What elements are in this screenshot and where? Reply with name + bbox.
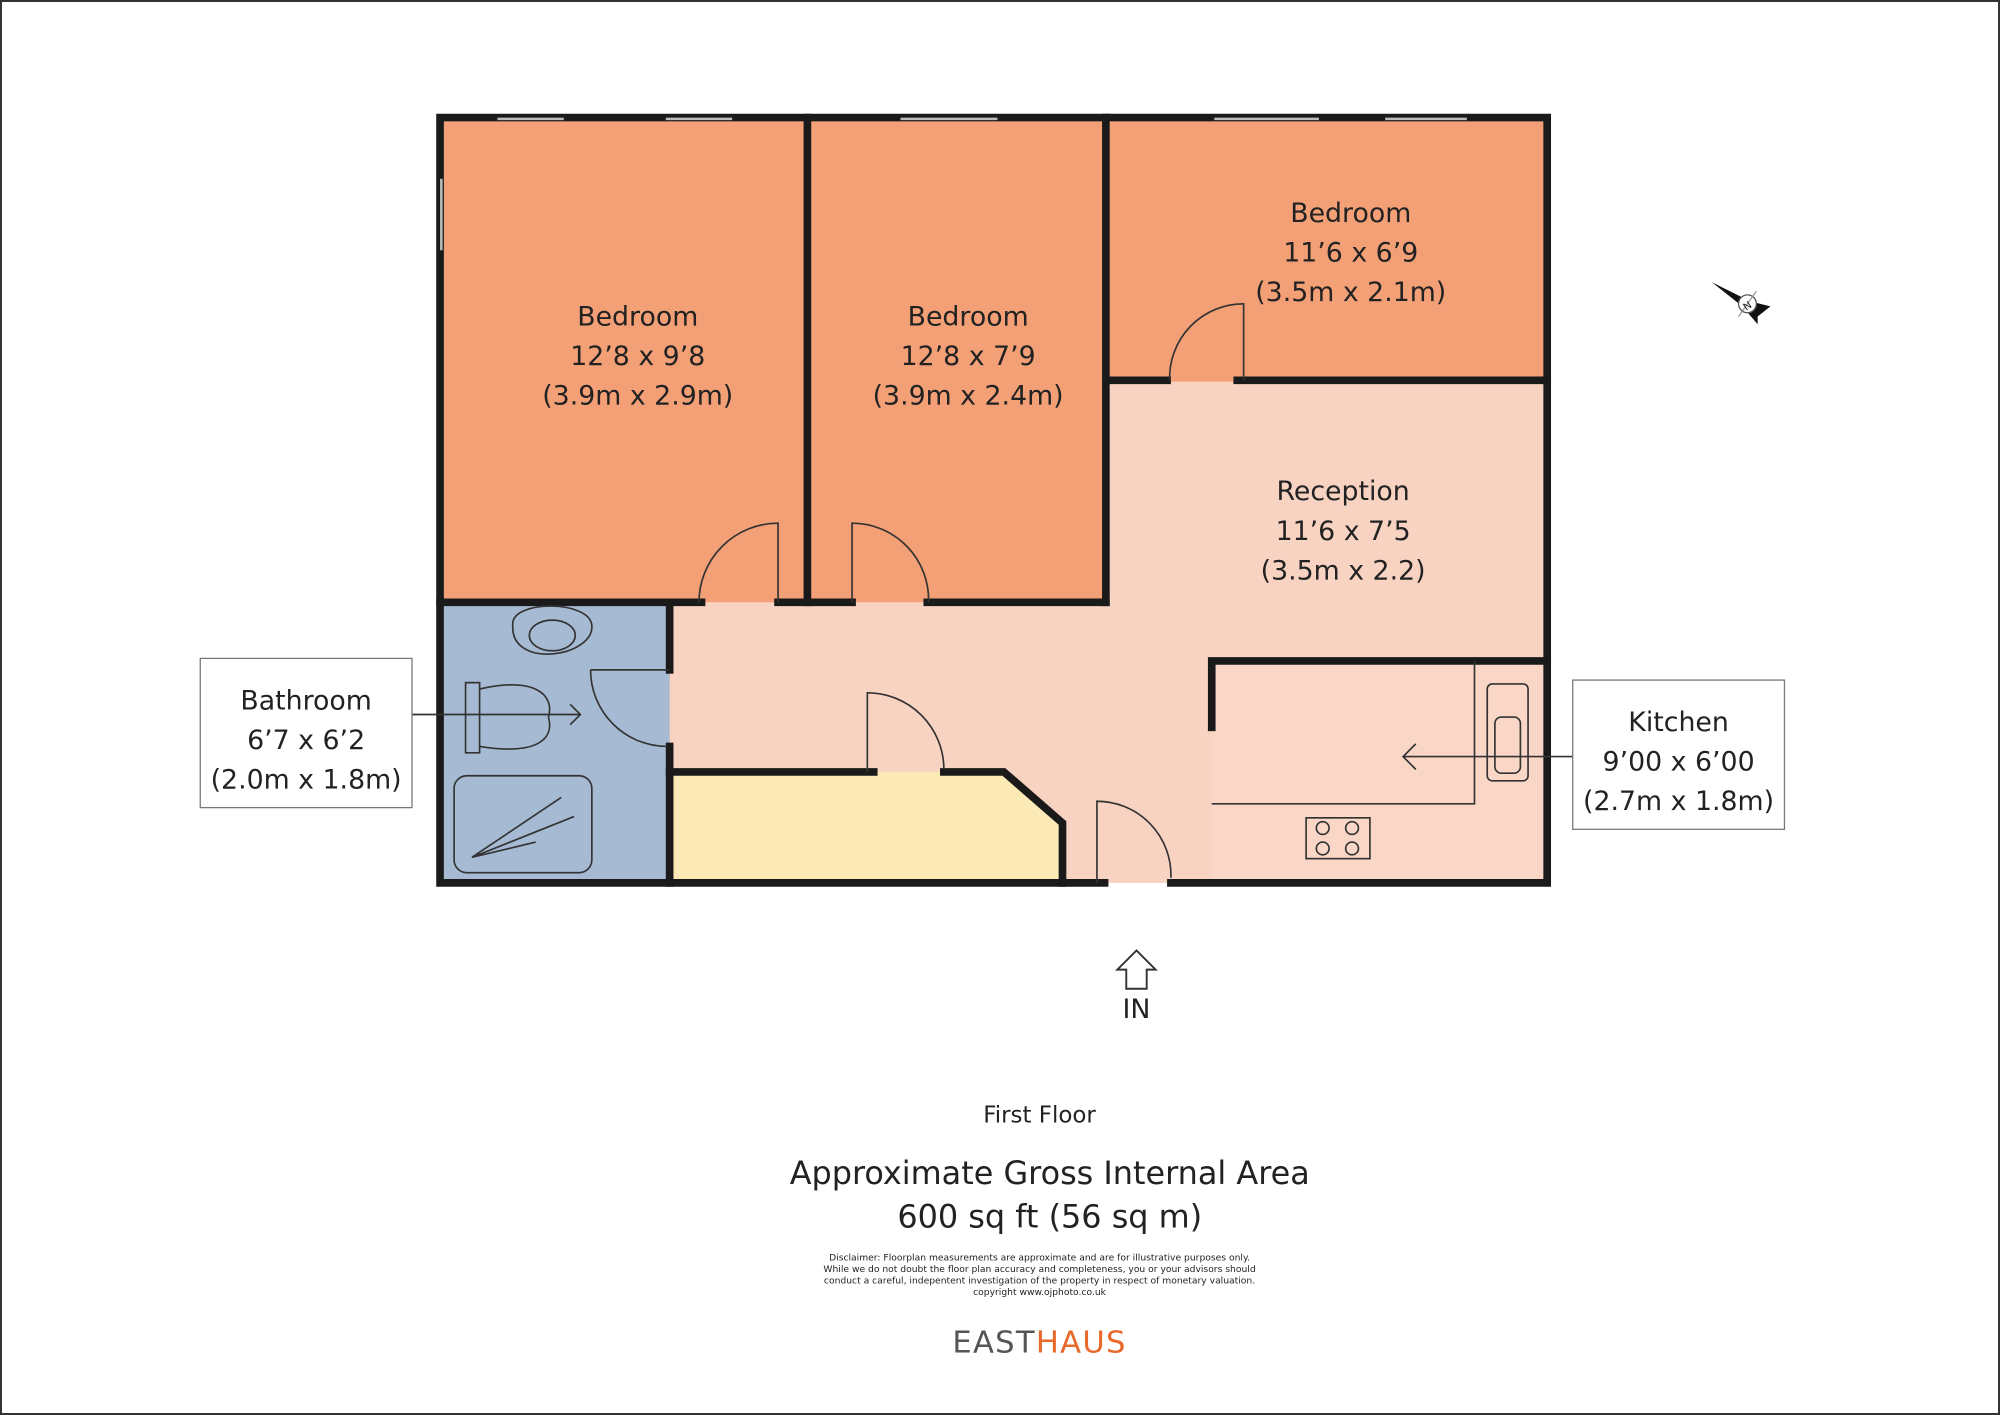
room-name: Reception <box>1276 476 1409 507</box>
kitchen-floor <box>1211 660 1545 881</box>
door-bedroom2 <box>851 522 930 603</box>
room-size-imperial: 12’8 x 7’9 <box>901 341 1036 372</box>
disclaimer-line: While we do not doubt the floor plan acc… <box>823 1264 1255 1275</box>
room-size-metric: (3.9m x 2.4m) <box>873 381 1064 412</box>
toilet-icon <box>464 681 551 754</box>
area-title: Approximate Gross Internal Area <box>790 1154 1310 1192</box>
room-label-bedroom2: Bedroom 12’8 x 7’9 (3.9m x 2.4m) <box>873 301 1064 411</box>
room-name: Kitchen <box>1628 707 1729 738</box>
room-label-reception: Reception 11’6 x 7’5 (3.5m x 2.2) <box>1261 476 1426 586</box>
entrance-label: IN <box>1123 994 1151 1025</box>
floor-label: First Floor <box>983 1103 1096 1129</box>
door-bedroom1 <box>698 522 779 603</box>
walls <box>436 113 1552 887</box>
room-name: Bedroom <box>908 301 1029 332</box>
room-size-imperial: 9’00 x 6’00 <box>1603 747 1755 778</box>
disclaimer-line: Disclaimer: Floorplan measurements are a… <box>829 1252 1250 1263</box>
room-size-imperial: 11’6 x 7’5 <box>1276 516 1411 547</box>
room-label-kitchen: Kitchen 9’00 x 6’00 (2.7m x 1.8m) <box>1572 679 1786 830</box>
room-size-imperial: 11’6 x 6’9 <box>1283 238 1418 269</box>
door-cupboard <box>866 692 945 772</box>
bedroom2-floor <box>809 121 1106 603</box>
room-name: Bedroom <box>1290 198 1411 229</box>
area-value: 600 sq ft (56 sq m) <box>897 1197 1202 1235</box>
basin-icon <box>511 605 593 655</box>
room-label-bedroom1: Bedroom 12’8 x 9’8 (3.9m x 2.9m) <box>542 301 733 411</box>
disclaimer-line: conduct a careful, indepentent investiga… <box>824 1275 1255 1286</box>
room-name: Bathroom <box>240 685 371 716</box>
sink-icon <box>1486 683 1529 782</box>
hob-icon <box>1305 817 1371 860</box>
cupboard-floor <box>672 771 1063 881</box>
windows <box>440 117 1467 251</box>
logo-part-east: EAST <box>952 1325 1036 1360</box>
kitchen-pointer <box>1401 743 1573 770</box>
bathroom-pointer <box>411 703 582 726</box>
bathroom-floor <box>443 604 670 881</box>
shower-icon <box>453 774 593 874</box>
room-label-bedroom3: Bedroom 11’6 x 6’9 (3.5m x 2.1m) <box>1255 198 1446 308</box>
compass-icon: N <box>1711 282 1771 325</box>
disclaimer: Disclaimer: Floorplan measurements are a… <box>823 1252 1255 1297</box>
room-size-metric: (3.5m x 2.2) <box>1261 555 1426 586</box>
logo-part-haus: HAUS <box>1036 1325 1127 1360</box>
entrance-arrow-icon <box>1115 949 1158 990</box>
room-size-metric: (3.9m x 2.9m) <box>542 381 733 412</box>
room-size-metric: (3.5m x 2.1m) <box>1255 277 1446 308</box>
room-label-bathroom: Bathroom 6’7 x 6’2 (2.0m x 1.8m) <box>199 657 413 809</box>
room-size-metric: (2.7m x 1.8m) <box>1583 786 1774 817</box>
room-size-imperial: 12’8 x 9’8 <box>570 341 705 372</box>
room-name: Bedroom <box>577 301 698 332</box>
disclaimer-line: copyright www.ojphoto.co.uk <box>973 1287 1107 1298</box>
door-bathroom <box>589 669 670 748</box>
fixtures <box>411 302 1573 990</box>
easthaus-logo: EASTHAUS <box>952 1325 1126 1360</box>
bedroom1-floor <box>443 121 808 603</box>
room-size-metric: (2.0m x 1.8m) <box>211 764 402 795</box>
door-entrance <box>1096 800 1172 883</box>
room-size-imperial: 6’7 x 6’2 <box>247 725 365 756</box>
door-bedroom3 <box>1168 302 1245 381</box>
